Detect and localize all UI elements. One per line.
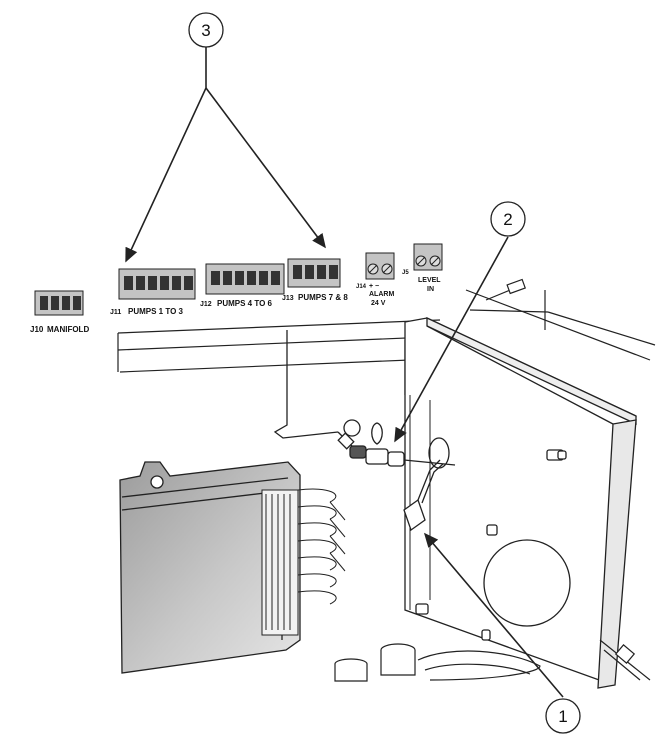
j5-name-line2: IN bbox=[427, 286, 434, 293]
coil-heat-exchanger bbox=[261, 488, 346, 636]
callout-3-number: 3 bbox=[201, 21, 210, 40]
j10-id: J10 bbox=[30, 325, 44, 334]
j13-name: PUMPS 7 & 8 bbox=[298, 293, 348, 302]
j5-id: J5 bbox=[402, 270, 409, 276]
callout-1-number: 1 bbox=[558, 707, 567, 726]
j13-id: J13 bbox=[282, 295, 294, 302]
j5-name-line1: LEVEL bbox=[418, 277, 441, 284]
enclosure-frame bbox=[117, 289, 656, 395]
connector-j5: J5 LEVEL IN bbox=[402, 243, 443, 293]
j12-id: J12 bbox=[200, 301, 212, 308]
cable-hook bbox=[273, 330, 339, 439]
callout-2: 2 bbox=[490, 201, 526, 237]
connector-j13: J13 PUMPS 7 & 8 bbox=[282, 258, 348, 302]
door-detail-lines bbox=[409, 395, 431, 610]
callout-leaders bbox=[125, 47, 564, 698]
callout-3: 3 bbox=[188, 12, 224, 48]
hinged-door-panel bbox=[404, 316, 637, 689]
connector-j10: J10 MANIFOLD bbox=[30, 290, 89, 334]
j10-name: MANIFOLD bbox=[47, 325, 89, 334]
connector-j11: J11 PUMPS 1 TO 3 bbox=[110, 268, 196, 316]
top-right-clip bbox=[485, 278, 526, 301]
j14-id: J14 bbox=[356, 284, 367, 290]
j11-id: J11 bbox=[110, 309, 121, 316]
bottom-tubing bbox=[334, 639, 651, 682]
panel-standoffs bbox=[415, 449, 567, 641]
j14-name-line2: 24 V bbox=[371, 300, 386, 307]
connector-j12: J12 PUMPS 4 TO 6 bbox=[200, 263, 285, 308]
tank-chassis bbox=[119, 461, 301, 674]
j12-name: PUMPS 4 TO 6 bbox=[217, 299, 273, 308]
plug-connector bbox=[337, 419, 456, 467]
callout-2-number: 2 bbox=[503, 210, 512, 229]
j11-name: PUMPS 1 TO 3 bbox=[128, 307, 184, 316]
j14-signs: + − bbox=[369, 283, 379, 290]
callout-1: 1 bbox=[545, 698, 581, 734]
j14-name-line1: ALARM bbox=[369, 291, 394, 298]
connector-j14: J14 + − ALARM 24 V bbox=[356, 252, 395, 307]
